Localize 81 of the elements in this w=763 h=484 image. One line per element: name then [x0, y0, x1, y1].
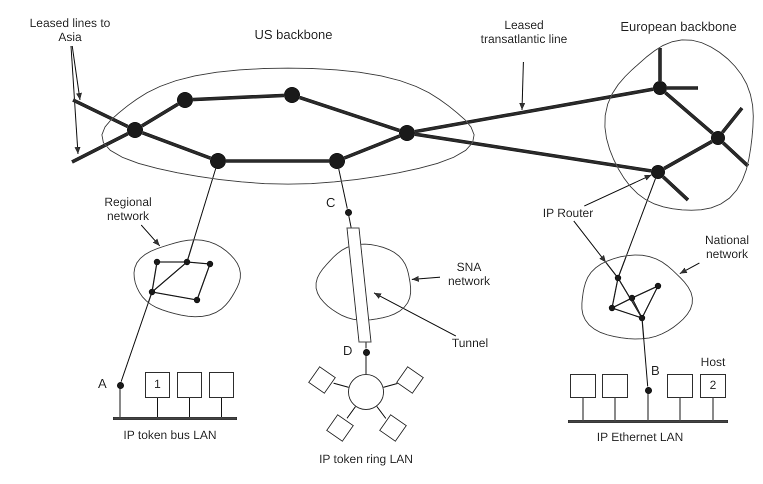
backbone-line: [662, 175, 690, 202]
callout-label: Regional network: [95, 195, 161, 225]
caption-label: IP Ethernet LAN: [596, 430, 684, 444]
lan-cable: [568, 420, 728, 423]
link-line: [156, 398, 158, 417]
host-box: [177, 372, 202, 398]
router-dot: [329, 153, 345, 169]
backbone-line: [722, 141, 750, 168]
backbone-line: [658, 48, 662, 81]
router-dot: [653, 81, 667, 95]
host-box: [602, 374, 628, 398]
backbone-line: [192, 94, 284, 102]
point-letter: D: [343, 344, 352, 358]
leader-arrow: [573, 220, 606, 263]
callout-label: Leased lines to Asia: [22, 16, 118, 46]
link-line: [119, 388, 121, 417]
callout-label: IP Router: [540, 206, 596, 221]
callout-label: SNA network: [440, 260, 498, 290]
backbone-line: [414, 87, 654, 134]
link-line: [712, 398, 714, 420]
link-line: [626, 178, 656, 257]
router-dot: [210, 153, 226, 169]
link-line: [346, 406, 356, 419]
link-line: [582, 398, 584, 420]
router-dot: [651, 165, 665, 179]
leader-arrow: [584, 174, 652, 206]
backbone-line: [721, 106, 744, 134]
backbone-line: [71, 132, 129, 164]
link-line: [679, 398, 681, 420]
caption-label: IP token bus LAN: [122, 428, 218, 442]
backbone-line: [140, 102, 180, 128]
point-letter: A: [98, 377, 107, 391]
router-dot: [284, 87, 300, 103]
link-line: [120, 302, 149, 382]
callout-label: Tunnel: [445, 336, 495, 351]
link-line: [376, 406, 386, 419]
link-line: [348, 215, 352, 228]
link-line: [333, 382, 349, 388]
backbone-line: [664, 91, 714, 135]
host-box: 1: [145, 372, 170, 398]
link-line: [188, 398, 190, 417]
host-box: 2: [700, 374, 726, 398]
lan-cable: [113, 417, 237, 420]
leader-arrow: [374, 292, 456, 336]
router-dot: [177, 92, 193, 108]
host-box: [570, 374, 596, 398]
link-line: [220, 398, 222, 417]
link-line: [365, 356, 367, 374]
backbone-line: [414, 132, 652, 173]
leader-arrow: [680, 262, 700, 274]
link-line: [193, 168, 216, 240]
link-line: [338, 168, 348, 209]
link-line: [614, 398, 616, 420]
backbone-line: [142, 131, 212, 160]
router-dot: [399, 125, 415, 141]
backbone-line: [72, 98, 129, 128]
backbone-line: [663, 140, 713, 170]
network-label: US backbone: [253, 28, 334, 42]
network-label: European backbone: [619, 20, 738, 34]
leader-arrow: [70, 46, 81, 154]
leader-arrow: [519, 62, 526, 110]
leader-arrow: [140, 224, 160, 246]
caption-label: Host: [700, 355, 726, 369]
backbone-line: [667, 86, 698, 90]
token-ring: [348, 374, 384, 410]
leader-arrow: [72, 46, 82, 100]
host-box: [209, 372, 234, 398]
callout-label: Leased transatlantic line: [478, 18, 570, 62]
router-dot: [127, 122, 143, 138]
leader-arrow: [412, 276, 440, 282]
link-line: [647, 394, 649, 420]
backbone-line: [344, 134, 400, 160]
link-line: [383, 382, 399, 388]
point-letter: C: [326, 196, 336, 210]
point-letter: B: [651, 364, 660, 378]
host-box: [667, 374, 693, 398]
caption-label: IP token ring LAN: [318, 452, 414, 466]
link-line: [643, 339, 648, 387]
backbone-line: [226, 159, 329, 163]
backbone-line: [299, 96, 400, 132]
callout-label: National network: [695, 233, 759, 263]
